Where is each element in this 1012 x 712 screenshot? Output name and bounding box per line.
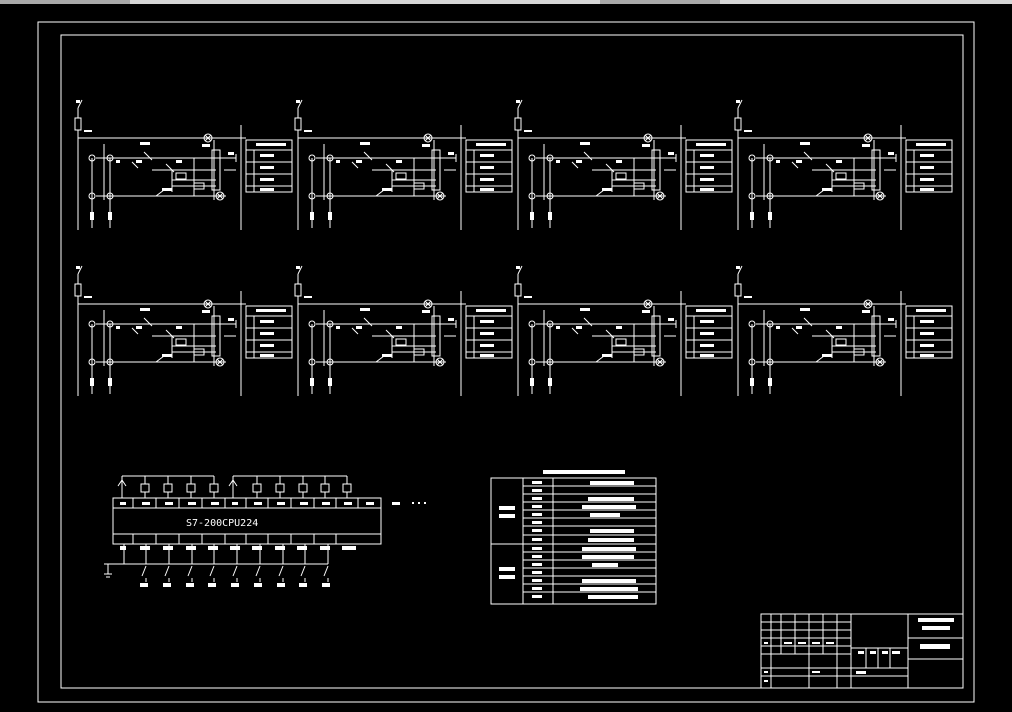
plc-model-label: S7-200CPU224	[186, 518, 258, 529]
sheet-outer-border	[37, 21, 975, 703]
circuit-grid	[74, 99, 953, 397]
circuit-unit	[514, 265, 733, 397]
cad-drawing-canvas[interactable]: S7-200CPU224	[0, 4, 1012, 712]
circuit-unit	[74, 99, 293, 231]
circuit-unit	[734, 99, 953, 231]
title-block	[760, 613, 964, 689]
circuit-unit	[74, 265, 293, 397]
circuit-unit	[294, 99, 513, 231]
viewer-toolbar-strip	[0, 0, 1012, 4]
toolbar-segment	[600, 0, 720, 4]
circuit-unit	[734, 265, 953, 397]
circuit-unit	[514, 99, 733, 231]
plc-wiring-diagram: S7-200CPU224	[104, 475, 426, 587]
circuit-unit	[294, 265, 513, 397]
drawing-inner-frame	[60, 34, 964, 689]
io-allocation-table	[490, 470, 657, 605]
toolbar-segment	[0, 0, 130, 4]
